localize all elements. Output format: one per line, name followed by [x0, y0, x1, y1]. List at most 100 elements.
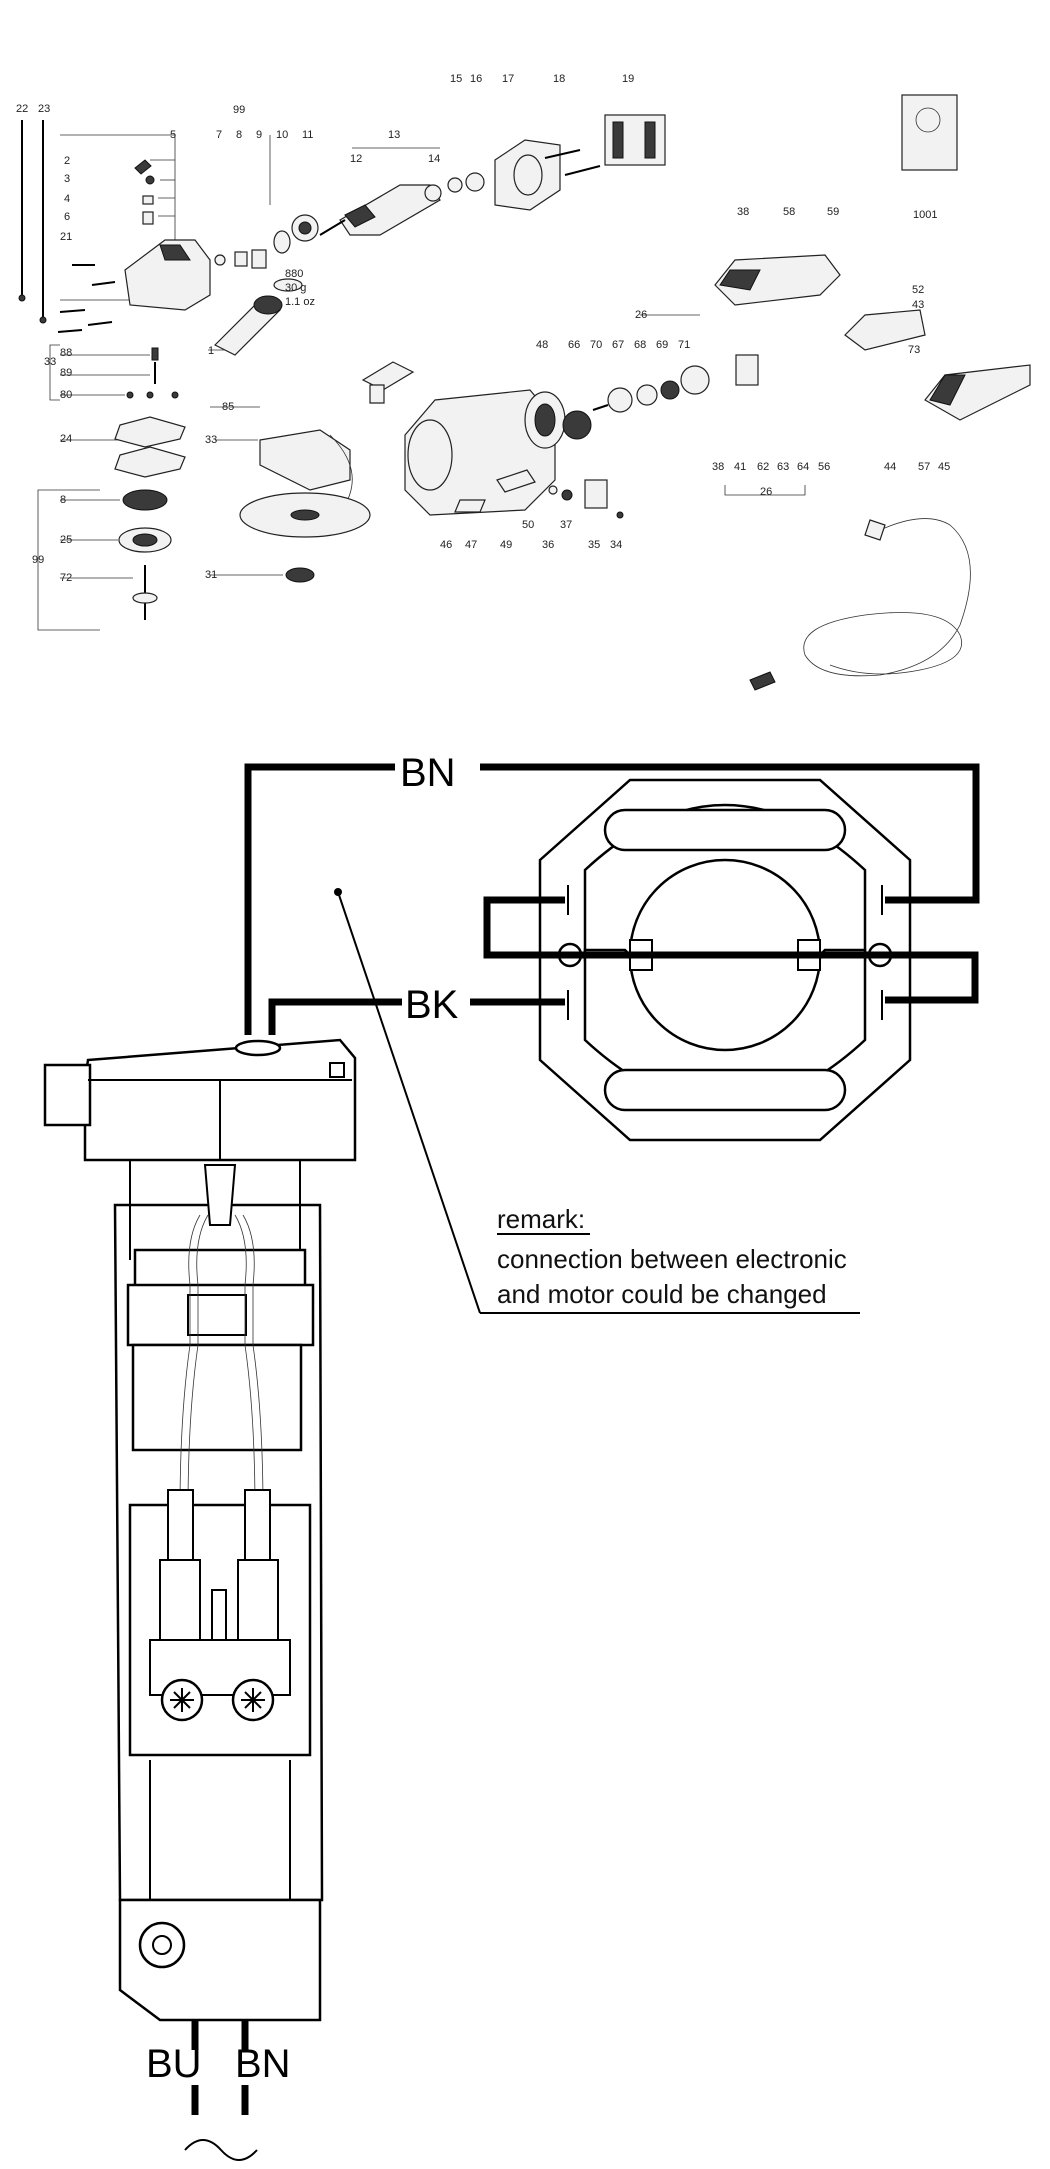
label-36: 36 [542, 539, 554, 551]
bracket-33 [49, 344, 60, 401]
remark-line-1: connection between electronic [497, 1244, 847, 1274]
label-26-top: 26 [635, 309, 647, 321]
label-33-guard: 33 [205, 434, 217, 446]
label-18: 18 [553, 73, 565, 85]
housing-clip [329, 1062, 345, 1078]
label-44: 44 [884, 461, 896, 473]
label-99-bottom: 99 [32, 554, 44, 566]
part-10 [273, 230, 291, 254]
bevel-gear-8 [122, 489, 168, 511]
label-46: 46 [440, 539, 452, 551]
crimp-left [167, 1489, 194, 1561]
cable-gland [234, 1039, 282, 1057]
label-50: 50 [522, 519, 534, 531]
part-70 [592, 404, 609, 411]
part-15 [447, 177, 463, 193]
grinding-disc-hub [290, 509, 320, 521]
wire-label-bu: BU [146, 2042, 202, 2086]
label-99: 99 [233, 104, 245, 116]
label-59: 59 [827, 206, 839, 218]
screw-18a [544, 149, 581, 159]
document-1001-icon [915, 107, 941, 133]
label-34: 34 [610, 539, 622, 551]
screw-21b [91, 281, 116, 286]
wheel-guard [259, 429, 351, 491]
gear-housing-top [159, 244, 191, 261]
wire-loop [483, 896, 979, 1004]
grease-tube [273, 278, 303, 292]
wiring-diagram: BN BK BU BN remark: connection between e… [43, 751, 980, 2161]
label-8-bottom: 8 [60, 494, 66, 506]
part-85b [369, 384, 385, 404]
mains-plug [749, 671, 776, 691]
label-89: 89 [60, 367, 72, 379]
stator-slot-bottom [603, 1068, 847, 1112]
part-16 [465, 172, 485, 192]
part-6 [142, 211, 154, 225]
flange-ring [513, 154, 543, 196]
side-handle-grip [253, 295, 283, 315]
power-cable [803, 518, 971, 677]
lead-left-b [187, 1214, 209, 1511]
switch-housing [43, 1038, 357, 2022]
pin-23-end [39, 316, 47, 324]
gasket-24a [114, 416, 186, 448]
housing-side-knob [43, 1063, 92, 1127]
label-1001: 1001 [913, 209, 937, 221]
label-880: 880 [285, 268, 303, 280]
wire-bn-top-right [480, 763, 980, 904]
nut-31 [285, 567, 315, 583]
label-70: 70 [590, 339, 602, 351]
stator-slot-top [603, 808, 847, 852]
label-31: 31 [205, 569, 217, 581]
label-12: 12 [350, 153, 362, 165]
label-1-1oz: 1.1 oz [285, 296, 315, 308]
part-37 [561, 489, 573, 501]
wheel-guard-edge [329, 434, 353, 506]
screw-21e [57, 329, 83, 333]
switch-73 [844, 309, 926, 351]
part-80b [146, 391, 154, 399]
label-19: 19 [622, 73, 634, 85]
label-11: 11 [302, 129, 313, 141]
cable-clamp-hole [152, 1935, 172, 1955]
label-41: 41 [734, 461, 746, 473]
strain-relief [203, 1164, 237, 1226]
part-69 [660, 380, 680, 400]
fan-48-hub [534, 403, 556, 437]
label-49: 49 [500, 539, 512, 551]
label-2: 2 [64, 155, 70, 167]
label-10: 10 [276, 129, 288, 141]
wire-bk-left [268, 998, 402, 1035]
part-11-hole [298, 221, 312, 235]
stator-pole-a [612, 121, 624, 159]
part-2 [134, 159, 152, 175]
part-47 [454, 499, 486, 513]
label-14: 14 [428, 153, 440, 165]
part-67 [607, 387, 633, 413]
label-88: 88 [60, 347, 72, 359]
part-8 [234, 251, 248, 267]
label-3: 3 [64, 173, 70, 185]
label-23: 23 [38, 103, 50, 115]
label-26-bottom: 26 [760, 486, 772, 498]
label-66: 66 [568, 339, 580, 351]
label-37: 37 [560, 519, 572, 531]
label-58: 58 [783, 206, 795, 218]
part-80a [126, 391, 134, 399]
label-48: 48 [536, 339, 548, 351]
label-67: 67 [612, 339, 624, 351]
terminal-right [237, 1559, 279, 1641]
label-56: 56 [818, 461, 830, 473]
rear-handle-half-dark [719, 269, 761, 291]
label-5: 5 [170, 129, 176, 141]
label-13: 13 [388, 129, 400, 141]
part-66 [562, 410, 592, 440]
label-8: 8 [236, 129, 242, 141]
rear-handle-half [714, 254, 841, 306]
terminal-left [159, 1559, 201, 1641]
exploded-view: 22 23 5 99 7 8 9 10 11 13 12 14 15 16 17… [16, 73, 1031, 691]
wire-bn-top-left [244, 763, 395, 1035]
label-25: 25 [60, 534, 72, 546]
